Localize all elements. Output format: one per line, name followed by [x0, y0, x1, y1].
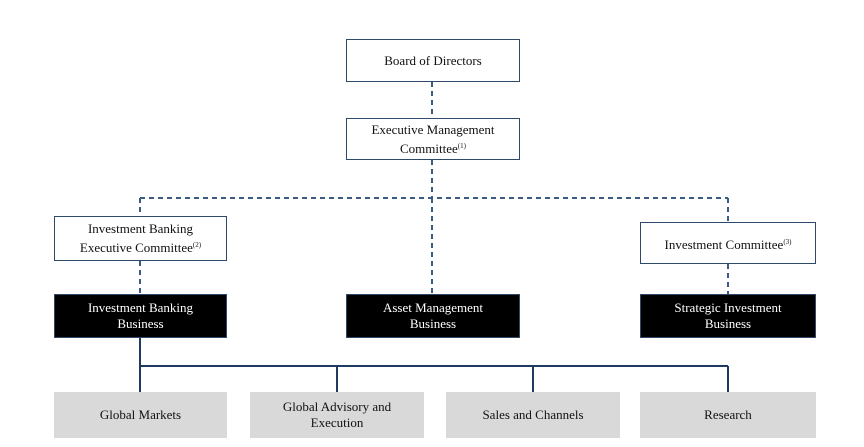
sales-and-channels-label: Sales and Channels	[482, 407, 584, 422]
executive-management-committee-text: Executive Management Committee	[371, 121, 495, 156]
investment-banking-business-label: Investment Banking Business	[87, 300, 194, 331]
investment-committee-text: Investment Committee	[664, 236, 784, 252]
global-advisory-and-execution-box: Global Advisory and Execution	[250, 392, 424, 438]
investment-committee-label: Investment Committee(3)	[665, 234, 792, 253]
investment-committee-box: Investment Committee(3)	[640, 222, 816, 264]
asset-management-business-label: Asset Management Business	[382, 300, 483, 331]
board-of-directors-label: Board of Directors	[384, 52, 482, 68]
global-advisory-and-execution-label: Global Advisory and Execution	[282, 399, 392, 430]
footnote-1: (1)	[457, 141, 466, 150]
investment-banking-executive-committee-label: Investment Banking Executive Committee(2…	[69, 221, 212, 256]
investment-banking-executive-committee-text: Investment Banking Executive Committee	[79, 221, 194, 255]
research-box: Research	[640, 392, 816, 438]
executive-management-committee-box: Executive Management Committee(1)	[346, 118, 520, 160]
asset-management-business-box: Asset Management Business	[346, 294, 520, 338]
research-label: Research	[704, 407, 752, 422]
global-markets-box: Global Markets	[54, 392, 227, 438]
investment-banking-executive-committee-box: Investment Banking Executive Committee(2…	[54, 216, 227, 261]
sales-and-channels-box: Sales and Channels	[446, 392, 620, 438]
strategic-investment-business-box: Strategic Investment Business	[640, 294, 816, 338]
footnote-3: (3)	[783, 237, 792, 246]
strategic-investment-business-label: Strategic Investment Business	[674, 300, 782, 331]
footnote-2: (2)	[192, 241, 202, 249]
board-of-directors-box: Board of Directors	[346, 39, 520, 82]
investment-banking-business-box: Investment Banking Business	[54, 294, 227, 338]
executive-management-committee-label: Executive Management Committee(1)	[355, 122, 511, 157]
global-markets-label: Global Markets	[99, 407, 182, 422]
